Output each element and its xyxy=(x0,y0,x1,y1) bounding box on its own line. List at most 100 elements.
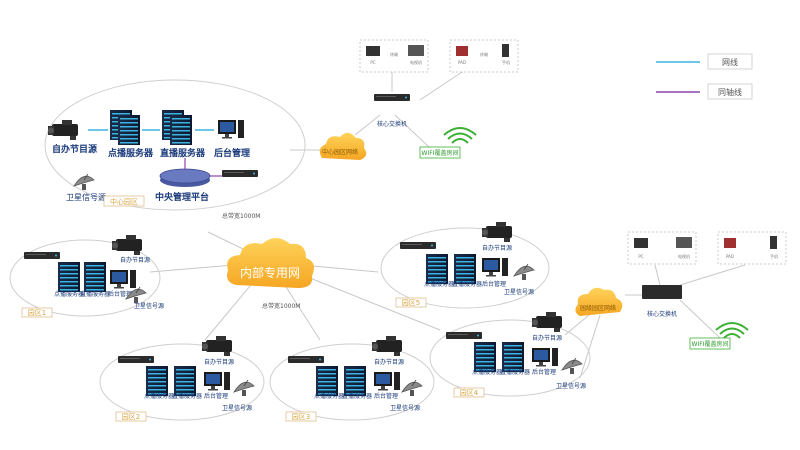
zone4-self-program: 自办节目源 xyxy=(532,334,562,342)
vod-server-icon-2 xyxy=(118,115,140,145)
satellite-dish-icon xyxy=(561,357,583,375)
zone3-live-icon xyxy=(344,366,366,396)
central-vod-label: 点播服务器 xyxy=(108,147,154,159)
zone3-vod-label: 点播服务器 xyxy=(314,392,344,400)
satellite-dish-icon xyxy=(125,286,147,304)
admin-monitor-icon xyxy=(218,120,244,139)
zone3-satellite-label: 卫星信号源 xyxy=(390,404,420,412)
zone1-live-label: 直播服务器 xyxy=(80,290,110,298)
center-cloud-label: 中心园区网络 xyxy=(322,148,358,156)
wifi-icon xyxy=(715,322,749,339)
camera-icon xyxy=(372,336,402,356)
legend: 网线 同轴线 xyxy=(656,53,753,100)
satellite-dish-icon xyxy=(401,379,423,397)
central-satellite-label: 卫星信号源 xyxy=(66,192,106,202)
central-zone: 自办节目源 点播服务器 直播服务器 后台管理 卫星信号源 中央管理平台 中心园区 xyxy=(44,79,306,211)
zone-3: 自办节目源 点播服务器 直播服务器 后台管理 卫星信号源 园区3 xyxy=(269,336,435,422)
zone2-vod-label: 点播服务器 xyxy=(144,392,174,400)
zone3-label: 园区3 xyxy=(292,413,310,421)
right-network-cloud: 园级园区网络 xyxy=(575,287,623,316)
top-core-switch-label: 核心交换机 xyxy=(377,120,407,128)
right-pc-label: PC xyxy=(638,254,643,259)
zone4-vod-icon xyxy=(474,342,496,372)
zone4-live-label: 直播服务器 xyxy=(500,368,530,376)
zone-1: 自办节目源 点播服务器 直播服务器 后台管理 卫星信号源 园区1 xyxy=(9,235,164,318)
backbone-lines xyxy=(149,67,746,379)
zone2-admin-icon xyxy=(204,372,230,391)
zone5-vod-icon xyxy=(426,254,448,284)
zone3-switch-icon xyxy=(288,356,324,363)
zone4-live-icon xyxy=(502,342,524,372)
zone4-vod-label: 点播服务器 xyxy=(472,368,502,376)
zone2-vod-icon xyxy=(146,366,168,396)
zone5-label: 园区5 xyxy=(402,299,420,307)
center-network-cloud: 中心园区网络 xyxy=(319,132,367,160)
top-phone-label: 手机 xyxy=(502,59,510,65)
zone4-label: 园区4 xyxy=(460,389,479,397)
central-zone-outline xyxy=(44,79,306,211)
top-pc-label: PC xyxy=(370,60,375,65)
top-terminal-2: 终端 xyxy=(480,51,488,57)
zone5-vod-label: 点播服务器 xyxy=(424,280,454,288)
right-phone-label: 手机 xyxy=(770,253,778,259)
zone3-admin-icon xyxy=(374,372,400,391)
central-switch-icon xyxy=(222,170,258,177)
zone-4: 自办节目源 点播服务器 直播服务器 后台管理 卫星信号源 园区4 xyxy=(429,312,591,398)
bandwidth-label-1: 总带宽1000M xyxy=(222,212,260,220)
zone1-live-icon xyxy=(84,262,106,292)
live-server-icon-2 xyxy=(170,115,192,145)
platform-icon xyxy=(159,168,211,184)
zone2-admin-label: 后台管理 xyxy=(204,392,228,400)
wifi-icon xyxy=(443,127,477,144)
camera-icon xyxy=(482,222,512,242)
right-pad-label: PAD xyxy=(726,254,734,259)
zone5-live-label: 直播服务器 xyxy=(452,280,482,288)
zone5-self-program: 自办节目源 xyxy=(482,244,512,252)
central-self-program-label: 自办节目源 xyxy=(52,143,97,155)
zone2-label: 园区2 xyxy=(122,413,140,421)
zone4-admin-icon xyxy=(532,348,558,367)
right-core-switch-icon xyxy=(642,285,682,299)
zone4-switch-icon xyxy=(446,332,482,339)
satellite-dish-icon xyxy=(513,263,535,281)
legend-network-label: 网线 xyxy=(722,57,738,67)
top-pad-label: PAD xyxy=(458,60,466,65)
zone2-self-program: 自办节目源 xyxy=(204,358,234,366)
zone3-live-label: 直播服务器 xyxy=(342,392,372,400)
top-core-switch-icon xyxy=(374,94,410,101)
internal-network-cloud: 内部专用网 xyxy=(227,238,314,288)
right-core-switch-group: PC 电视机 PAD 手机 核心交换机 WIFI覆盖房间 xyxy=(627,231,787,350)
central-admin-label: 后台管理 xyxy=(214,147,250,159)
zone3-vod-icon xyxy=(316,366,338,396)
central-platform-label: 中央管理平台 xyxy=(155,191,209,203)
zone4-admin-label: 后台管理 xyxy=(532,368,556,376)
zone5-live-icon xyxy=(454,254,476,284)
zone1-switch-icon xyxy=(24,252,60,259)
satellite-dish-icon xyxy=(233,379,255,397)
zone1-admin-label: 后台管理 xyxy=(108,290,132,298)
top-terminal-1: 终端 xyxy=(390,51,398,57)
zone2-satellite-label: 卫星信号源 xyxy=(222,404,252,412)
top-wifi-label: WIFI覆盖房间 xyxy=(422,149,459,157)
zone3-admin-label: 后台管理 xyxy=(374,392,398,400)
zone1-admin-icon xyxy=(110,270,136,289)
zone5-satellite-label: 卫星信号源 xyxy=(504,288,534,296)
right-wifi-label: WIFI覆盖房间 xyxy=(692,340,729,348)
central-live-label: 直播服务器 xyxy=(160,147,206,159)
zone1-vod-label: 点播服务器 xyxy=(54,290,84,298)
zone-5: 自办节目源 点播服务器 直播服务器 后台管理 卫星信号源 园区5 xyxy=(380,222,550,309)
zone2-switch-icon xyxy=(118,356,154,363)
zone1-vod-icon xyxy=(58,262,80,292)
zone3-self-program: 自办节目源 xyxy=(374,358,404,366)
camera-icon xyxy=(112,235,142,255)
camera-icon xyxy=(202,336,232,356)
right-tv-label: 电视机 xyxy=(678,253,690,259)
camera-icon xyxy=(532,312,562,332)
top-core-switch-group: PC 终端 电视机 PAD 终端 手机 核心交换机 WIFI覆盖房间 xyxy=(359,39,519,159)
right-cloud-label: 园级园区网络 xyxy=(580,304,616,312)
zone2-live-label: 直播服务器 xyxy=(172,392,202,400)
zone4-satellite-label: 卫星信号源 xyxy=(556,382,586,390)
zone1-label: 园区1 xyxy=(28,309,46,317)
central-zone-label: 中心园区 xyxy=(110,197,138,206)
